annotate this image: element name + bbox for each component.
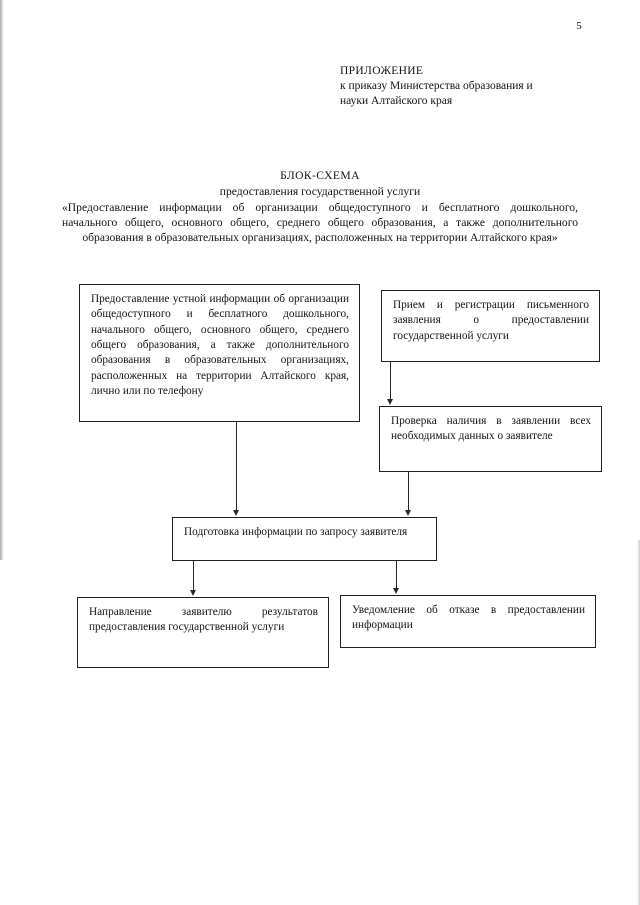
appendix-header: ПРИЛОЖЕНИЕ к приказу Министерства образо…: [340, 64, 608, 110]
page-number: 5: [576, 20, 582, 32]
document-title: БЛОК-СХЕМА: [280, 169, 360, 182]
flow-node-oral-information: Предоставление устной информации об орга…: [79, 284, 360, 422]
edge-prepare-to-send-arrowhead: [189, 590, 196, 596]
document-service-name: «Предоставление информации об организаци…: [62, 201, 578, 245]
flow-node-data-check: Проверка наличия в заявлении всех необхо…: [379, 406, 602, 472]
edge-intake-to-check-line: [390, 362, 391, 400]
edge-intake-to-check-arrowhead: [386, 399, 393, 405]
appendix-order-line: к приказу Министерства образования и: [340, 80, 533, 93]
flow-node-application-intake: Прием и регистрации письменного заявлени…: [381, 290, 600, 362]
scan-edge-left: [0, 0, 4, 560]
flow-node-refusal-notice: Уведомление об отказе в предоставлении и…: [340, 595, 596, 648]
document-subtitle: предоставления государственной услуги: [219, 185, 421, 199]
appendix-title: ПРИЛОЖЕНИЕ: [340, 65, 424, 77]
title-block: БЛОК-СХЕМА предоставления государственно…: [62, 168, 578, 245]
edge-oral-to-prepare-line: [236, 422, 237, 511]
scan-edge-right: [637, 540, 640, 905]
edge-oral-to-prepare-arrowhead: [232, 510, 239, 516]
flow-node-send-results: Направление заявителю результатов предос…: [77, 597, 329, 668]
appendix-authority-line: науки Алтайского края: [340, 95, 453, 108]
edge-prepare-to-refusal-line: [396, 561, 397, 590]
edge-check-to-prepare-line: [408, 472, 409, 511]
flow-node-prepare-information: Подготовка информации по запросу заявите…: [172, 517, 437, 561]
edge-prepare-to-send-line: [193, 561, 194, 591]
edge-prepare-to-refusal-arrowhead: [392, 588, 399, 594]
edge-check-to-prepare-arrowhead: [404, 510, 411, 516]
